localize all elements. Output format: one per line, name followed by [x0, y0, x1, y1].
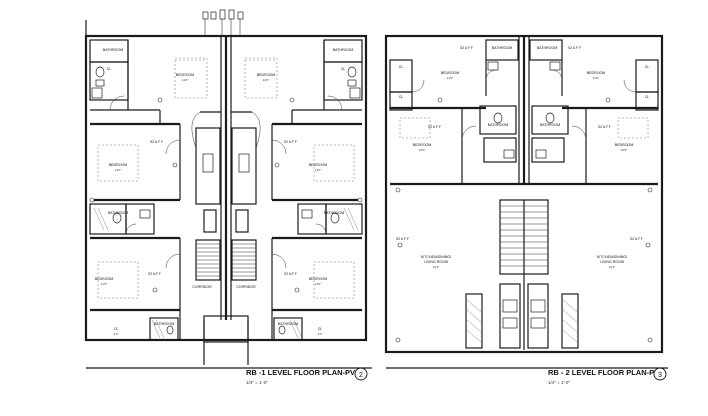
room-label: KITCHEN/DINING/ [421, 255, 451, 259]
drawing-scale: 1/4" = 1'-0" [246, 380, 268, 385]
room-dimension: 10'0" [419, 148, 426, 152]
switch-note: S2 A F F [396, 237, 409, 241]
room-label: CL [318, 327, 323, 331]
room-label: CORRIDOR [192, 285, 212, 289]
drawing-title: RB - 2 LEVEL FLOOR PLAN-PVD [548, 368, 665, 377]
room-label: BEDROOM [587, 71, 606, 75]
room-dimension: 2'0" [318, 332, 323, 336]
room-label: BEDROOM [441, 71, 460, 75]
room-dimension: 2'0" [114, 332, 119, 336]
room-label: CL [645, 65, 650, 69]
room-label: CL [341, 67, 346, 71]
switch-note: S2 A F F [150, 140, 163, 144]
kitchen-counters [465, 283, 579, 349]
room-dimension: 10'0" [621, 148, 628, 152]
switch-note: S2 A F F [630, 237, 643, 241]
room-label: BATHROOM [537, 46, 558, 50]
outlet-symbols-right [395, 97, 653, 343]
room-label: BEDROOM [95, 277, 114, 281]
room-label: BATHROOM [278, 322, 299, 326]
room-label: CL [645, 95, 650, 99]
switch-note: S2 A F F [568, 46, 581, 50]
drawing-title: RB -1 LEVEL FLOOR PLAN-PVD [246, 368, 361, 377]
room-label: BEDROOM [615, 143, 634, 147]
room-label: BEDROOM [309, 163, 328, 167]
drawing-number-circle [354, 367, 368, 381]
room-dimension: 16'2" [433, 265, 440, 269]
room-dimension: 16'2" [609, 265, 616, 269]
room-label: CL [114, 327, 119, 331]
switch-note: S2 A F F [148, 272, 161, 276]
drawing-scale: 1/4" = 1'-0" [548, 380, 570, 385]
drawing-number: 2 [359, 372, 363, 379]
room-label: KITCHEN/DINING/ [597, 255, 627, 259]
room-label: LIVING ROOM [600, 260, 624, 264]
room-label: BATHROOM [108, 211, 129, 215]
meter-symbols [202, 9, 244, 36]
room-label: BEDROOM [176, 73, 195, 77]
switch-note: S2 A F F [460, 46, 473, 50]
room-label: BATHROOM [103, 48, 124, 52]
drawing-number: 3 [658, 372, 662, 379]
room-label: BEDROOM [413, 143, 432, 147]
room-dimension: 13'0" [115, 168, 122, 172]
room-label: BATHROOM [488, 123, 509, 127]
room-label: BEDROOM [257, 73, 276, 77]
room-label: BATHROOM [154, 322, 175, 326]
room-label: CL [107, 67, 112, 71]
plan-right: BATHROOM BATHROOM BEDROOM 11'0" BEDROOM … [384, 34, 668, 385]
drawing-number-circle [653, 367, 667, 381]
switch-note: S2 A F F [428, 125, 441, 129]
outlet-symbols [89, 97, 363, 293]
room-dimension: 11'0" [315, 282, 321, 286]
room-label: BATHROOM [540, 123, 561, 127]
switch-note: S2 A F F [598, 125, 611, 129]
room-label: BATHROOM [324, 211, 345, 215]
room-label: LIVING ROOM [424, 260, 448, 264]
stairs-left [196, 243, 256, 277]
room-label: CL [399, 95, 404, 99]
switch-note: S2 A F F [284, 272, 297, 276]
plan-left: BATHROOM BATHROOM CL CL BEDROOM 14'0" BE… [84, 9, 372, 385]
switch-note: S2 A F F [284, 140, 297, 144]
room-dimension: 11'0" [101, 282, 107, 286]
stairs-right [500, 205, 548, 267]
room-dimension: 11'0" [593, 76, 599, 80]
room-label: BEDROOM [309, 277, 328, 281]
room-dimension: 14'0" [263, 78, 270, 82]
room-dimension: 11'0" [447, 76, 453, 80]
room-label: BATHROOM [492, 46, 513, 50]
room-dimension: 14'0" [182, 78, 189, 82]
room-dimension: 13'0" [315, 168, 322, 172]
room-label: BEDROOM [109, 163, 128, 167]
room-label: CL [399, 65, 404, 69]
room-label: BATHROOM [333, 48, 354, 52]
room-label: CORRIDOR [236, 285, 256, 289]
